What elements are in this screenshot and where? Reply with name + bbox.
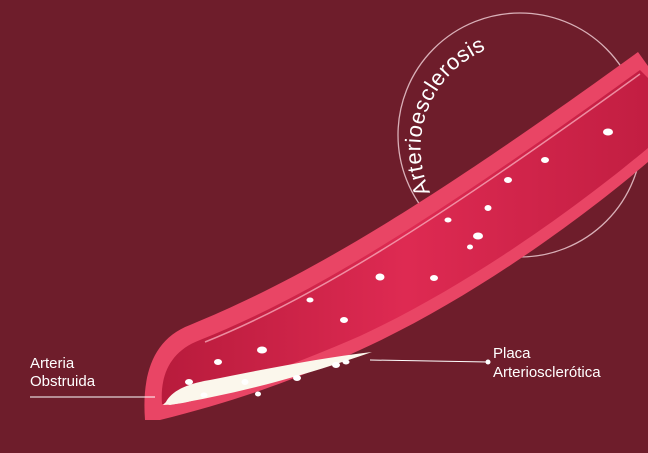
blood-cell — [467, 245, 473, 250]
blood-cell — [603, 129, 613, 136]
callout-arteria-obstruida: Arteria Obstruida — [30, 355, 155, 397]
label-artery-line2: Obstruida — [30, 373, 96, 390]
blood-cell — [214, 359, 222, 365]
blood-cell — [504, 177, 512, 183]
blood-cell — [255, 392, 261, 397]
blood-cell — [201, 393, 208, 398]
blood-cell — [340, 317, 348, 323]
callout-line-plaque — [370, 360, 488, 362]
blood-cell — [485, 205, 492, 211]
blood-cell — [185, 379, 193, 385]
blood-cell — [307, 298, 314, 303]
callout-placa: Placa Arteriosclerótica — [370, 345, 601, 381]
blood-cell — [257, 347, 267, 354]
blood-cell — [541, 157, 549, 163]
blood-cell — [376, 274, 385, 281]
blood-cell — [242, 379, 249, 385]
label-artery-line1: Arteria — [30, 355, 75, 372]
blood-cell — [430, 275, 438, 281]
callout-dot-plaque — [486, 360, 491, 365]
blood-cell — [473, 233, 483, 240]
blood-cell — [293, 375, 301, 381]
label-plaque-line1: Placa — [493, 345, 531, 362]
blood-cell — [343, 360, 350, 365]
label-plaque-line2: Arteriosclerótica — [493, 364, 601, 381]
blood-cell — [445, 218, 452, 223]
blood-cell — [332, 362, 340, 368]
